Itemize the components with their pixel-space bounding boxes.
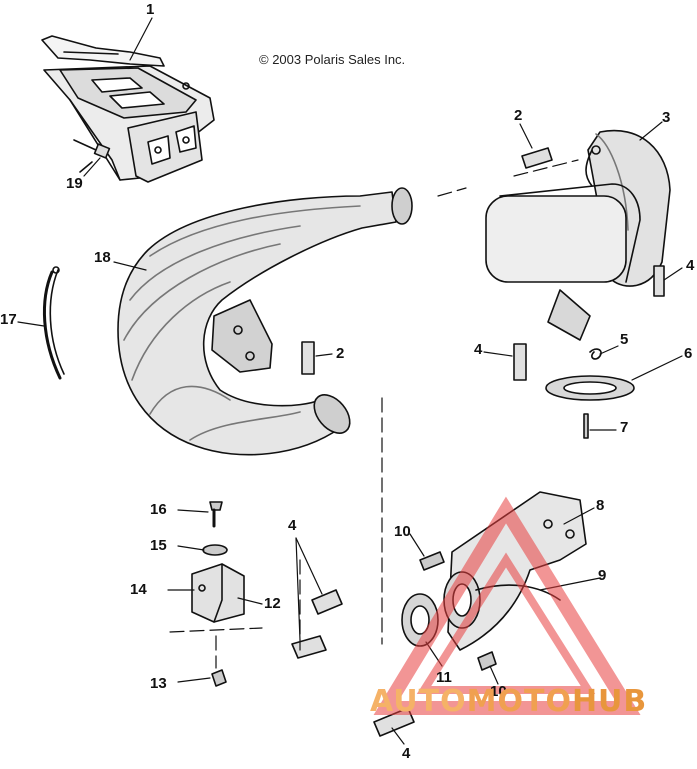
watermark-triangle — [373, 496, 641, 715]
callout-10: 10 — [394, 523, 411, 540]
callout-16: 16 — [150, 501, 167, 518]
callout-17: 17 — [0, 311, 17, 328]
parts-10-bolts — [419, 551, 497, 671]
callout-2: 2 — [336, 345, 345, 362]
callout-4: 4 — [474, 341, 483, 358]
parts-5-6-7 — [545, 348, 635, 439]
watermark-part-hub: HUB — [571, 684, 648, 719]
callout-5: 5 — [620, 331, 629, 348]
part-3-silencer — [485, 129, 671, 341]
callout-18: 18 — [94, 249, 111, 266]
parts-12-16-mount — [191, 501, 245, 687]
watermark-text: AUTOMOTOHUB — [370, 684, 647, 719]
watermark-part-moto: MOTO — [466, 684, 572, 719]
callout-14: 14 — [130, 581, 147, 598]
callout-7: 7 — [620, 419, 629, 436]
callout-11: 11 — [436, 669, 452, 686]
callout-12: 12 — [264, 595, 281, 612]
callout-19: 19 — [66, 175, 83, 192]
callout-1: 1 — [146, 1, 155, 18]
watermark-part-auto: AUTO — [370, 684, 467, 719]
part-17-strap — [43, 266, 65, 380]
copyright-text: © 2003 Polaris Sales Inc. — [259, 52, 406, 67]
callout-8: 8 — [596, 497, 605, 514]
callout-9: 9 — [598, 567, 607, 584]
callout-4: 4 — [402, 745, 411, 762]
callout-15: 15 — [150, 537, 167, 554]
springs — [291, 147, 665, 737]
dashed-leaders — [169, 159, 579, 669]
callout-13: 13 — [150, 675, 167, 692]
callout-10: 10 — [490, 683, 507, 700]
part-1-bracket — [41, 35, 215, 183]
callout-4: 4 — [686, 257, 695, 274]
callout-6: 6 — [684, 345, 693, 362]
part-19-rivet — [73, 139, 111, 173]
callout-3: 3 — [662, 109, 671, 126]
part-18-exhaust-pipe — [117, 187, 413, 456]
callout-4: 4 — [288, 517, 297, 534]
callout-2: 2 — [514, 107, 523, 124]
